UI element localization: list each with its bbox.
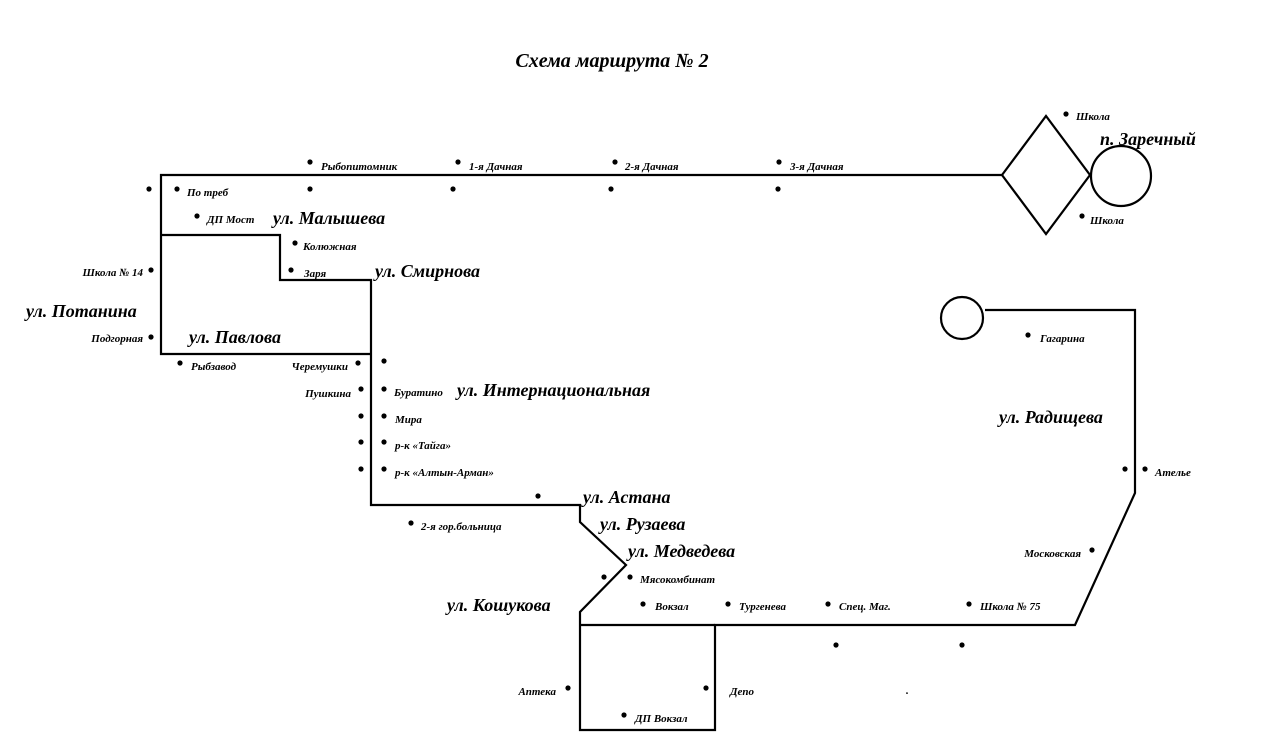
stop-dot bbox=[621, 712, 627, 718]
stop-dot bbox=[355, 360, 361, 366]
stop-label-gagarina: Гагарина bbox=[1039, 333, 1085, 345]
street-label-internatsionalnaya: ул. Интернациональная bbox=[455, 380, 650, 400]
stop-dot bbox=[148, 267, 154, 273]
stop-dot bbox=[776, 159, 782, 165]
stop-label-podgornaya: Подгорная bbox=[90, 333, 143, 345]
stop-label-dachnaya1: 1-я Дачная bbox=[469, 161, 523, 173]
stop-label-turgeneva: Тургенева bbox=[739, 601, 786, 613]
stop-label-vokzal: Вокзал bbox=[654, 601, 689, 613]
street-label-koshukova: ул. Кошукова bbox=[445, 595, 551, 615]
stop-dot bbox=[177, 360, 183, 366]
stop-label-shkola-bottom: Школа bbox=[1089, 215, 1124, 227]
stop-dot bbox=[535, 493, 541, 499]
stop-dot bbox=[703, 685, 709, 691]
scheme-title: Схема маршрута № 2 bbox=[515, 50, 708, 72]
stop-label-cheremushki: Черемушки bbox=[292, 361, 349, 373]
stop-label-po-treb: По треб bbox=[186, 187, 229, 199]
stop-dot bbox=[148, 334, 154, 340]
stop-dot bbox=[455, 159, 461, 165]
stop-label-pushkina: Пушкина bbox=[304, 388, 351, 400]
stop-label-mira: Мира bbox=[394, 414, 422, 426]
stop-dot bbox=[725, 601, 731, 607]
zarechny-diamond bbox=[1000, 114, 1092, 236]
stop-label-altyn-arman: р-к «Алтын-Арман» bbox=[394, 467, 494, 479]
stop-dot bbox=[1025, 332, 1031, 338]
stop-dot bbox=[358, 439, 364, 445]
stop-dot bbox=[381, 439, 387, 445]
stop-label-spets-mag: Спец. Маг. bbox=[839, 601, 891, 613]
stop-dot bbox=[1142, 466, 1148, 472]
stop-label-dp-most: ДП Мост bbox=[206, 214, 255, 226]
stop-dot bbox=[627, 574, 633, 580]
stop-dot bbox=[601, 574, 607, 580]
stop-dot bbox=[292, 240, 298, 246]
stop-label-shkola-top: Школа bbox=[1075, 111, 1110, 123]
street-label-pavlova: ул. Павлова bbox=[187, 327, 281, 347]
stop-label-dachnaya2: 2-я Дачная bbox=[624, 161, 679, 173]
street-label-zarechny: п. Заречный bbox=[1100, 129, 1196, 149]
stop-dot bbox=[1089, 547, 1095, 553]
stop-dot bbox=[381, 413, 387, 419]
stop-dot bbox=[146, 186, 152, 192]
stop-label-kolyuzhnaya: Колюжная bbox=[302, 241, 357, 253]
stop-dot bbox=[1079, 213, 1085, 219]
stop-dot bbox=[833, 642, 839, 648]
street-labels: ул. Потанина ул. Малышева ул. Смирнова у… bbox=[24, 129, 1196, 615]
stop-dot bbox=[1122, 466, 1128, 472]
stop-dot bbox=[174, 186, 180, 192]
stop-label-dachnaya3: 3-я Дачная bbox=[789, 161, 844, 173]
stop-dot bbox=[775, 186, 781, 192]
stop-dot bbox=[307, 159, 313, 165]
zarechny-terminal-circle bbox=[1089, 144, 1153, 208]
stop-label-zarya: Заря bbox=[303, 268, 326, 280]
street-label-astana: ул. Астана bbox=[581, 487, 670, 507]
stop-dot bbox=[194, 213, 200, 219]
stop-dot bbox=[565, 685, 571, 691]
stop-label-myasokombinat: Мясокомбинат bbox=[639, 574, 716, 586]
stop-label-dp-vokzal: ДП Вокзал bbox=[634, 713, 688, 725]
stop-dot bbox=[381, 386, 387, 392]
stop-label-depo: Депо bbox=[729, 686, 755, 698]
street-label-medvedeva: ул. Медведева bbox=[626, 541, 735, 561]
stop-label-bolnitsa2: 2-я гор.больница bbox=[420, 521, 502, 533]
street-label-radishcheva: ул. Радищева bbox=[997, 407, 1103, 427]
street-label-malysheva: ул. Малышева bbox=[271, 208, 385, 228]
stop-dot bbox=[381, 466, 387, 472]
stop-dot bbox=[608, 186, 614, 192]
route-line-main-top bbox=[159, 173, 1002, 356]
stop-label-shkola14: Школа № 14 bbox=[82, 267, 144, 279]
stop-dot bbox=[450, 186, 456, 192]
stop-label-rybopitomnik: Рыбопитомник bbox=[321, 161, 398, 173]
stop-dot bbox=[358, 386, 364, 392]
radishcheva-terminal-circle bbox=[939, 295, 985, 341]
stop-label-period: . bbox=[906, 685, 909, 697]
stop-dot bbox=[825, 601, 831, 607]
stop-label-shkola75: Школа № 75 bbox=[979, 601, 1041, 613]
street-label-smirnova: ул. Смирнова bbox=[373, 261, 480, 281]
street-label-ruzaeva: ул. Рузаева bbox=[598, 514, 685, 534]
stop-dot bbox=[959, 642, 965, 648]
stop-dot bbox=[966, 601, 972, 607]
stop-label-atelye: Ателье bbox=[1154, 467, 1191, 479]
stop-dot bbox=[358, 413, 364, 419]
stop-label-apteka: Аптека bbox=[517, 686, 556, 698]
stop-dot bbox=[640, 601, 646, 607]
stop-label-taiga: р-к «Тайга» bbox=[394, 440, 451, 452]
stop-dot bbox=[381, 358, 387, 364]
street-label-potanina: ул. Потанина bbox=[24, 301, 137, 321]
stop-dot bbox=[288, 267, 294, 273]
stop-dot bbox=[408, 520, 414, 526]
stop-dot bbox=[307, 186, 313, 192]
route-line-malysheva-loop bbox=[161, 233, 1137, 732]
stop-dot bbox=[358, 466, 364, 472]
stop-label-buratino: Буратино bbox=[393, 387, 443, 399]
route-lines bbox=[159, 114, 1137, 732]
stop-label-rybzavod: Рыбзавод bbox=[191, 361, 237, 373]
stop-dot bbox=[1063, 111, 1069, 117]
stop-dot bbox=[612, 159, 618, 165]
stop-dots bbox=[146, 111, 1148, 718]
stop-labels: Рыбопитомник 1-я Дачная 2-я Дачная 3-я Д… bbox=[82, 111, 1192, 725]
stop-label-moskovskaya: Московская bbox=[1023, 548, 1081, 560]
